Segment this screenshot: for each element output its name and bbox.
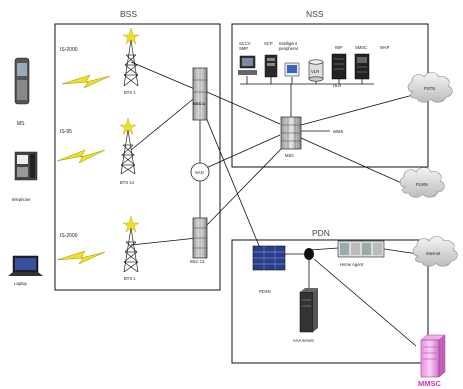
san-label: SAN <box>195 170 204 175</box>
msc-label: MSC <box>285 153 294 158</box>
nss-region-box <box>231 23 429 168</box>
smsc-label: SMSC <box>355 45 367 50</box>
bts-top-label: BTS 1 <box>124 90 136 95</box>
home-agent-icon <box>337 240 385 258</box>
laptop-label: Laptop <box>14 281 27 286</box>
internet-label: Internet <box>426 251 441 256</box>
pdsn-router-icon <box>252 245 286 271</box>
telephone-label: telephone <box>12 197 31 202</box>
vlr-label: VLR <box>311 69 319 74</box>
nss-label: NSS <box>306 9 324 19</box>
connection-lines <box>130 61 419 347</box>
plmn-cloud-icon <box>399 167 445 198</box>
wireless-links <box>56 74 111 265</box>
pdn-region-box <box>231 239 429 364</box>
bss-region-box <box>54 23 221 291</box>
bts-tower-bottom-icon <box>122 215 140 273</box>
msc-switch-icon <box>280 116 302 150</box>
bts-tower-mid-icon <box>119 117 137 175</box>
plmn-label: PLMN <box>416 182 428 187</box>
bsc-bottom-label: BSC 12 <box>190 259 205 264</box>
pdsn-label: PDSN <box>259 289 271 294</box>
bts-tower-top-icon <box>122 27 140 87</box>
link1-label: IS-2000 <box>60 47 78 53</box>
laptop-icon <box>8 255 43 276</box>
bts-bottom-label: BTS 1 <box>124 276 136 281</box>
mmsc-server-icon <box>420 334 446 378</box>
mmsc-label: MMSC <box>418 379 441 388</box>
wms-label: WMS <box>333 129 343 134</box>
home-agent-label: Home Agent <box>340 262 364 267</box>
pstn-label: PSTN <box>424 86 435 91</box>
mobile-phone-icon <box>14 57 30 105</box>
imf-label: IWF <box>335 45 343 50</box>
telephone-icon <box>14 151 38 181</box>
bss-label: BSS <box>120 9 137 19</box>
bsc-top-label: BSC 1 <box>193 101 206 106</box>
scp-server-icon <box>264 54 278 78</box>
bsc-bottom-rack-icon <box>192 217 208 259</box>
bts-mid-label: BTS 14 <box>120 180 135 185</box>
scc-terminal-icon <box>238 55 257 75</box>
bsc-top-rack-icon <box>192 67 208 121</box>
smsc-server-icon <box>354 53 370 80</box>
hlr-server-icon <box>331 53 347 80</box>
vlr-database-icon <box>308 59 324 82</box>
aaa-server-icon <box>299 288 318 333</box>
pdn-router-node-icon <box>304 248 314 260</box>
san-node-icon <box>190 162 210 182</box>
link2-label: IS-95 <box>60 129 72 135</box>
ms-label: MS <box>17 121 25 127</box>
internet-cloud-icon <box>412 236 458 267</box>
aaa-server-label: AAA server <box>293 338 315 343</box>
link3-label: IS-2000 <box>60 233 78 239</box>
pstn-cloud-icon <box>407 72 453 103</box>
pdn-label: PDN <box>312 228 330 238</box>
hlr-label: HLR <box>333 83 341 88</box>
wap-label: WAP <box>380 45 390 50</box>
intelligent-peripheral-icon <box>284 62 300 77</box>
